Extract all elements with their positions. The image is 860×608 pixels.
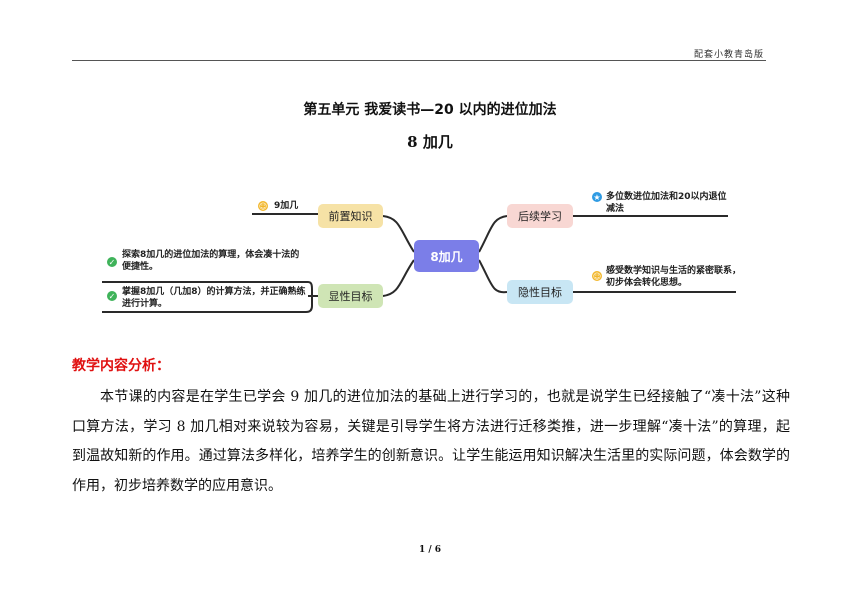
connector-follow — [478, 215, 508, 253]
implicit-item: 感受数学知识与生活的紧密联系，初步体会转化思想。 — [606, 266, 742, 288]
explicit-item-2: 掌握8加几（几加8）的计算方法，并正确熟练进行计算。 — [122, 287, 306, 309]
check-icon: ✓ — [107, 257, 117, 267]
page-number: 1 / 6 — [418, 545, 442, 555]
star-icon: ★ — [592, 192, 602, 202]
explicit-goal-node: 显性目标 — [318, 284, 383, 308]
implicit-goal-node: 隐性目标 — [507, 280, 573, 304]
prior-knowledge-node: 前置知识 — [318, 204, 383, 228]
mind-map-connectors — [102, 213, 736, 313]
header-divider — [72, 60, 766, 61]
analysis-paragraph: 本节课的内容是在学生已学会 9 加几的进位加法的基础上进行学习的，也就是说学生已… — [72, 389, 790, 494]
connector-implicit — [478, 259, 508, 294]
connector-explicit — [382, 259, 415, 297]
follow-item: 多位数进位加法和20以内退位减法 — [606, 192, 727, 214]
lesson-title: 8 加几 — [407, 133, 453, 151]
prior-item: 9加几 — [274, 201, 299, 211]
section-title: 教学内容分析： — [72, 358, 170, 374]
smile-icon: ☺ — [592, 271, 602, 281]
check-icon: ✓ — [107, 291, 117, 301]
explicit-item-1: 探索8加几的进位加法的算理，体会凑十法的便捷性。 — [122, 250, 300, 272]
follow-up-node: 后续学习 — [507, 204, 573, 228]
connector-prior — [382, 215, 415, 253]
mind-map: 8加几 前置知识 显性目标 后续学习 隐性目标 ☺ 9加几 ✓ 探索8加几的进位… — [0, 180, 860, 330]
unit-title: 第五单元 我爱读书—20 以内的进位加法 — [303, 102, 557, 118]
smile-icon: ☺ — [258, 201, 268, 211]
publisher-label: 配套小教青岛版 — [693, 50, 764, 60]
center-node: 8加几 — [414, 240, 479, 272]
